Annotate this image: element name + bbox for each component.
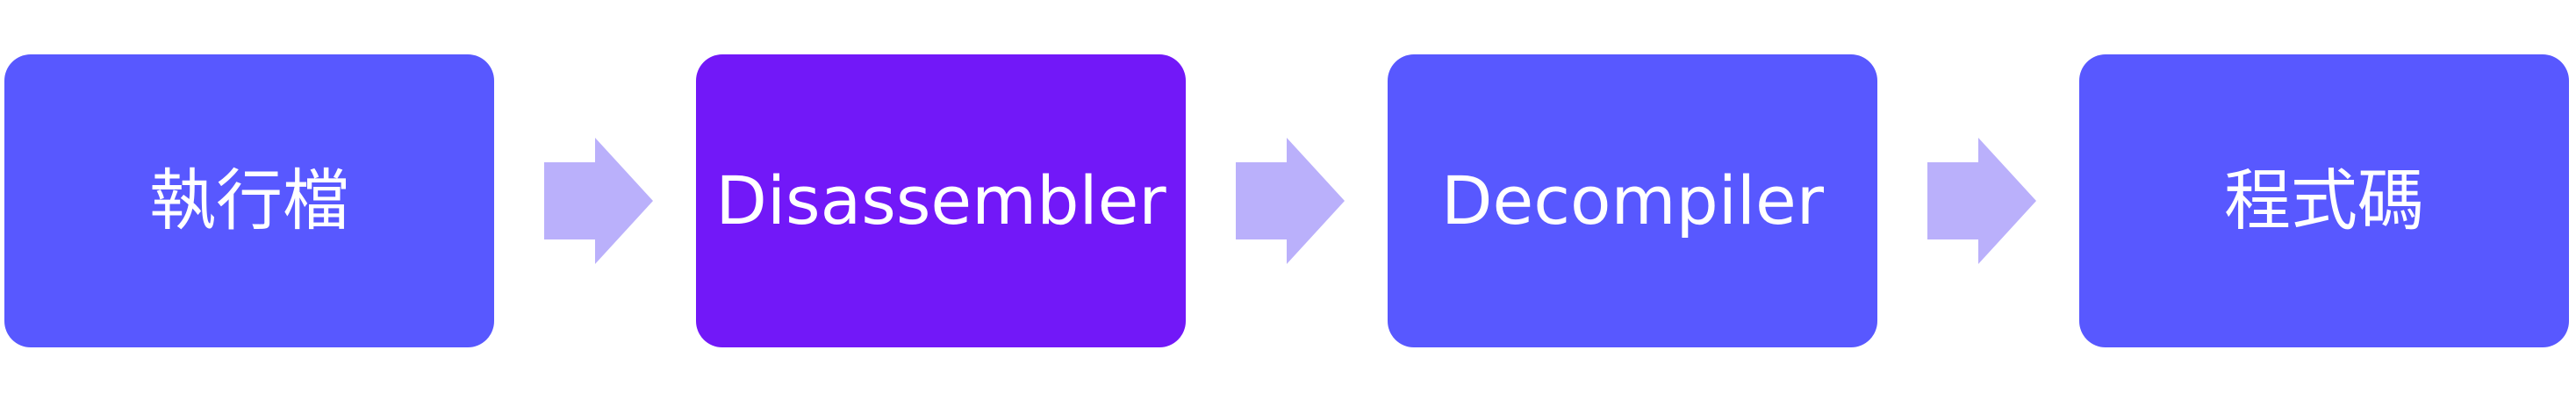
arrow-right-icon (1927, 138, 2036, 264)
node-executable: 執行檔 (4, 54, 494, 347)
node-source-code: 程式碼 (2079, 54, 2569, 347)
arrow-right-icon (1236, 138, 1345, 264)
arrow-right-icon (544, 138, 653, 264)
node-label: 執行檔 (149, 161, 349, 239)
node-label: 程式碼 (2224, 161, 2424, 239)
node-label: Disassembler (715, 161, 1166, 239)
node-label: Decompiler (1440, 161, 1825, 239)
node-decompiler: Decompiler (1388, 54, 1877, 347)
node-disassembler: Disassembler (696, 54, 1186, 347)
